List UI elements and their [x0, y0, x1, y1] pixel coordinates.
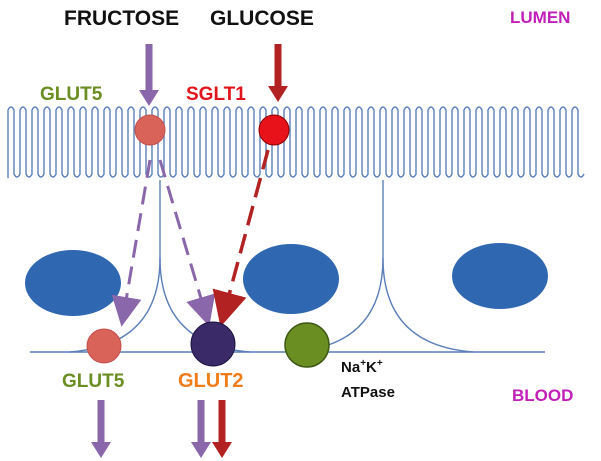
- glucose-arrow-out-glut2-head: [212, 442, 232, 458]
- fructose-arrow-out-glut5-head: [91, 442, 111, 458]
- lumen-label: LUMEN: [510, 8, 571, 27]
- glut2-label: GLUT2: [178, 370, 244, 392]
- na-k-atpase-label-line2: ATPase: [341, 384, 395, 401]
- sglt1-label: SGLT1: [186, 84, 246, 105]
- glut5-apical-label: GLUT5: [40, 84, 103, 105]
- glut2-transporter: [190, 321, 236, 367]
- fructose-arrow-out-glut2-head: [191, 442, 211, 458]
- glut5-basal-transporter: [86, 328, 122, 364]
- microvilli-brush-border: [7, 106, 585, 178]
- fructose-label: FRUCTOSE: [64, 7, 180, 30]
- na-k-atpase-label-line1: Na+K+: [341, 358, 383, 376]
- glucose-label: GLUCOSE: [210, 7, 314, 30]
- glut5-basal-label: GLUT5: [62, 371, 125, 392]
- glut5-apical-transporter: [134, 114, 166, 146]
- cell-junction-right-right: [382, 257, 474, 353]
- fructose-path-to-glut2: [158, 159, 216, 327]
- sglt1-transporter: [258, 114, 290, 146]
- nucleus-right: [452, 243, 548, 309]
- na-k-atpase-pump: [284, 322, 330, 368]
- nucleus-left: [25, 250, 121, 316]
- fructose-arrow-in-head: [139, 90, 159, 106]
- blood-label: BLOOD: [512, 386, 574, 405]
- glucose-arrow-in-head: [268, 86, 288, 102]
- nucleus-center: [243, 244, 339, 314]
- fructose-path-to-basal-glut5: [111, 159, 152, 327]
